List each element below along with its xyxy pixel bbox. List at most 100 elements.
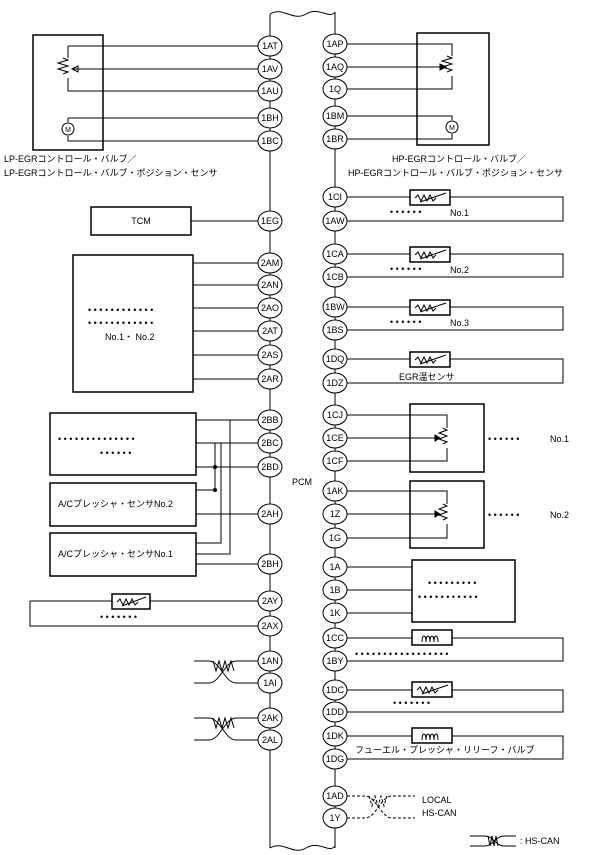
left-pin-1au: 1AU <box>257 80 283 102</box>
right-pin-label: 1BW <box>325 302 345 312</box>
ac-pressure-no2-label: A/Cプレッシャ・センサNo.2 <box>58 499 173 509</box>
left-pin-1at: 1AT <box>257 35 283 57</box>
thermistor-no2 <box>409 246 451 263</box>
left-pin-2ar: 2AR <box>257 368 283 390</box>
right-pin-1ca: 1CA <box>322 243 348 265</box>
right-pin-1cc: 1CC <box>322 627 348 649</box>
right-pin-label: 1BS <box>326 325 343 335</box>
hscan-label: HS-CAN <box>422 808 457 818</box>
right-pin-label: 1CJ <box>327 410 343 420</box>
right-pin-label: 1AQ <box>326 62 344 72</box>
left-pin-2ak: 2AK <box>257 707 283 729</box>
right-pin-label: 1DG <box>326 754 345 764</box>
left-pin-2bb: 2BB <box>257 409 283 431</box>
left-pin-label: 1AV <box>262 64 278 74</box>
ac-pressure-no2-box <box>49 482 197 527</box>
left-module-box2-dots: • • • • • • • • • • • • • • <box>58 434 135 444</box>
right-pin-label: 1Q <box>329 84 341 94</box>
local-label: LOCAL <box>422 795 452 805</box>
ac-pressure-no1-label: A/Cプレッシャ・センサNo.1 <box>58 549 173 559</box>
right-pin-1k: 1K <box>322 602 348 624</box>
hp-egr-label-2: HP-EGRコントロール・バルブ・ポジション・センサ <box>348 167 563 178</box>
ac-pressure-wiring <box>196 419 258 565</box>
thermistor-no2-dots: • • • • • • <box>390 264 421 274</box>
right-pin-label: 1BM <box>326 111 345 121</box>
left-pin-2ax: 2AX <box>257 615 283 637</box>
right-pin-1g: 1G <box>322 527 348 549</box>
thermistor-loops <box>347 196 564 384</box>
right-pin-label: 1B <box>329 585 340 595</box>
right-pin-label: 1K <box>329 608 340 618</box>
left-pin-2as: 2AS <box>257 344 283 366</box>
left-pin-2an: 2AN <box>257 274 283 296</box>
left-pin-label: 2AM <box>261 258 280 268</box>
right-pin-label: 1AD <box>326 791 344 801</box>
right-pin-1z: 1Z <box>322 503 348 525</box>
right-pin-label: 1CF <box>326 456 344 466</box>
lp-motor-m: M <box>65 127 71 134</box>
left-pin-label: 2AX <box>261 621 278 631</box>
thermistor-no3-label: No.3 <box>450 318 469 328</box>
thermistor-no2-label: No.2 <box>450 265 469 275</box>
right-module-dots-1: • • • • • • • • • <box>428 578 476 588</box>
left-pin-label: 1EG <box>261 216 279 226</box>
left-module-box-2 <box>49 412 197 476</box>
right-pin-1dd: 1DD <box>322 701 348 723</box>
right-pin-label: 1DZ <box>326 378 344 388</box>
left-pin-label: 1BC <box>261 136 279 146</box>
right-pin-1dq: 1DQ <box>322 348 348 370</box>
left-pin-label: 2AK <box>261 713 278 723</box>
right-pin-label: 1DQ <box>326 354 345 364</box>
left-pin-1bc: 1BC <box>257 130 283 152</box>
hp-motor-icon <box>445 120 459 134</box>
left-pin-1eg: 1EG <box>257 210 283 232</box>
right-pin-1cf: 1CF <box>322 450 348 472</box>
right-pin-1cj: 1CJ <box>322 404 348 426</box>
pcm-label: PCM <box>292 477 312 487</box>
left-pin-2ay: 2AY <box>257 590 283 612</box>
right-pin-label: 1CE <box>326 433 344 443</box>
hp-motor-m: M <box>449 125 455 132</box>
right-pins: 1AP1AQ1Q1BM1BR1CI1AW1CA1CB1BW1BS1DQ1DZ1C… <box>322 33 348 829</box>
right-pin-1dc: 1DC <box>322 679 348 701</box>
left-pin-2am: 2AM <box>257 252 283 274</box>
position-sensor-no2-label: No.2 <box>550 510 569 520</box>
egr-temp-label: EGR温センサ <box>399 372 455 382</box>
thermistor-no3 <box>409 299 451 316</box>
right-pin-label: 1G <box>329 533 341 543</box>
ac-pressure-no1-box <box>49 532 197 577</box>
right-pin-label: 1BY <box>326 656 343 666</box>
left-pin-1an: 1AN <box>257 650 283 672</box>
left-pin-label: 2AR <box>261 374 279 384</box>
right-pin-label: 1DK <box>326 731 344 741</box>
left-module-box-1 <box>72 254 194 393</box>
right-pin-1br: 1BR <box>322 128 348 150</box>
thermistor-left-dots: • • • • • • • <box>100 612 137 622</box>
left-pin-label: 2BH <box>261 559 279 569</box>
right-pin-1dk: 1DK <box>322 725 348 747</box>
tcm-label: TCM <box>131 216 151 226</box>
left-pin-label: 2AS <box>261 350 278 360</box>
right-module-box <box>411 559 516 623</box>
right-pin-1by: 1BY <box>322 650 348 672</box>
left-pin-label: 1AN <box>261 656 279 666</box>
left-pin-2at: 2AT <box>257 320 283 342</box>
right-pin-label: 1CA <box>326 249 344 259</box>
lp-egr-wiring <box>56 45 258 142</box>
hp-egr-label-1: HP-EGRコントロール・バルブ／ <box>392 153 526 164</box>
left-module-dots-2: • • • • • • • • • • • • <box>88 318 153 328</box>
right-pin-1a: 1A <box>322 556 348 578</box>
right-pin-1ak: 1AK <box>322 480 348 502</box>
right-pin-1cb: 1CB <box>322 266 348 288</box>
lp-egr-label-1: LP-EGRコントロール・バルブ／ <box>4 153 137 164</box>
right-module-dots-2: • • • • • • • • • • • <box>418 592 478 602</box>
left-pin-label: 2AO <box>261 303 279 313</box>
left-module-box2-dots-2: • • • • • • <box>100 448 131 458</box>
solenoid-1 <box>411 629 453 646</box>
left-pin-label: 2AL <box>262 735 278 745</box>
right-pin-label: 1AW <box>325 216 345 226</box>
position-sensor-no2-dots: • • • • • • <box>488 510 519 520</box>
twisted-pair-left-2 <box>194 716 258 741</box>
left-pin-label: 2BC <box>261 438 279 448</box>
position-sensor-no1-dots: • • • • • • <box>488 434 519 444</box>
